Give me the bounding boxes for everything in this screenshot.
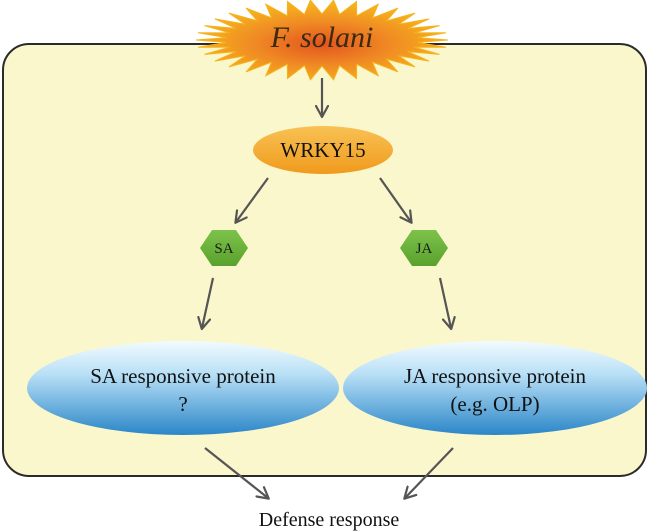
- arrow-sa-protein-to-outcome: [204, 447, 268, 498]
- sa-protein-line1: SA responsive protein: [90, 364, 276, 388]
- arrow-ja-protein-to-outcome: [405, 447, 454, 498]
- protein-node-sa: SA responsive protein ?: [27, 341, 339, 435]
- ja-label: JA: [416, 241, 433, 257]
- burst-icon: [195, 0, 449, 81]
- ja-protein-line1: JA responsive protein: [404, 364, 586, 388]
- pathogen-burst: F. solani: [195, 0, 449, 81]
- sa-hexagon: [200, 230, 248, 266]
- arrow-ja-to-protein: [438, 277, 451, 328]
- arrow-tf-to-sa: [236, 177, 269, 222]
- arrow-sa-to-protein: [202, 277, 215, 328]
- sa-protein-line2: ?: [178, 392, 187, 416]
- hormone-node-sa: SA: [200, 230, 248, 266]
- ja-protein-line2: (e.g. OLP): [450, 392, 539, 416]
- protein-node-ja: JA responsive protein (e.g. OLP): [343, 341, 647, 435]
- ja-hexagon: [400, 230, 448, 266]
- transcription-factor-node: WRKY15: [253, 126, 393, 174]
- sa-protein-ellipse: [27, 341, 339, 435]
- ja-protein-ellipse: [343, 341, 647, 435]
- tf-ellipse: [253, 126, 393, 174]
- hormone-node-ja: JA: [400, 230, 448, 266]
- arrow-tf-to-ja: [379, 177, 411, 222]
- sa-label: SA: [214, 241, 233, 257]
- defense-response-label: Defense response: [259, 509, 400, 531]
- pathogen-label: F. solani: [270, 21, 374, 54]
- tf-label: WRKY15: [280, 138, 365, 162]
